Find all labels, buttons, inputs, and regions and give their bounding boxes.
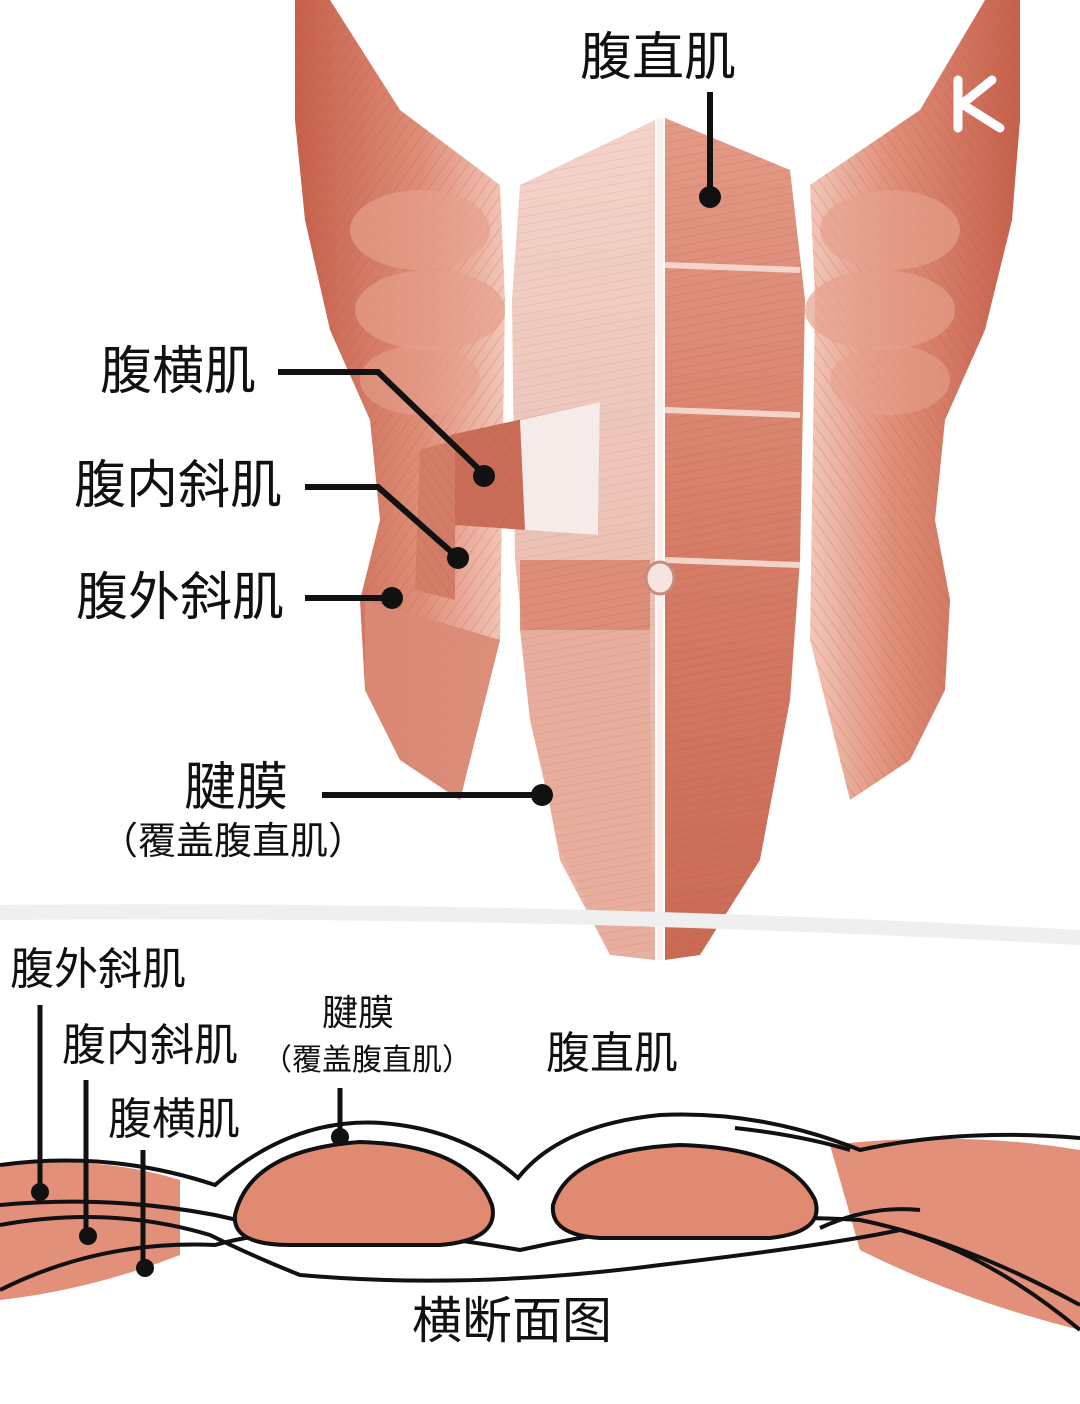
section-label-external-oblique: 腹外斜肌 bbox=[10, 944, 186, 995]
torso-left-side bbox=[295, 0, 505, 800]
label-external-oblique: 腹外斜肌 bbox=[76, 568, 285, 628]
cross-section-diagram bbox=[0, 1005, 1080, 1332]
section-label-rectus: 腹直肌 bbox=[546, 1028, 678, 1079]
navel bbox=[644, 560, 676, 596]
divider bbox=[0, 904, 1080, 945]
label-internal-oblique: 腹内斜肌 bbox=[74, 456, 283, 516]
label-transversus-abdominis: 腹横肌 bbox=[100, 342, 257, 402]
label-aponeurosis-note: （覆盖腹直肌） bbox=[100, 819, 367, 863]
section-label-aponeurosis: 腱膜 bbox=[322, 993, 395, 1034]
upper-leader-lines bbox=[278, 92, 721, 806]
label-rectus-abdominis: 腹直肌 bbox=[580, 28, 737, 88]
brand-k-logo bbox=[953, 75, 1005, 133]
section-label-transversus: 腹横肌 bbox=[108, 1094, 240, 1145]
torso-right-side bbox=[805, 0, 1020, 800]
section-label-aponeurosis-note: （覆盖腹直肌） bbox=[262, 1043, 472, 1078]
muscle-flap-window bbox=[415, 402, 600, 600]
rectus-abdominis-muscle bbox=[664, 118, 805, 960]
cross-section-caption: 横断面图 bbox=[412, 1292, 612, 1350]
label-aponeurosis: 腱膜 bbox=[184, 758, 289, 818]
section-label-internal-oblique: 腹内斜肌 bbox=[62, 1020, 238, 1071]
